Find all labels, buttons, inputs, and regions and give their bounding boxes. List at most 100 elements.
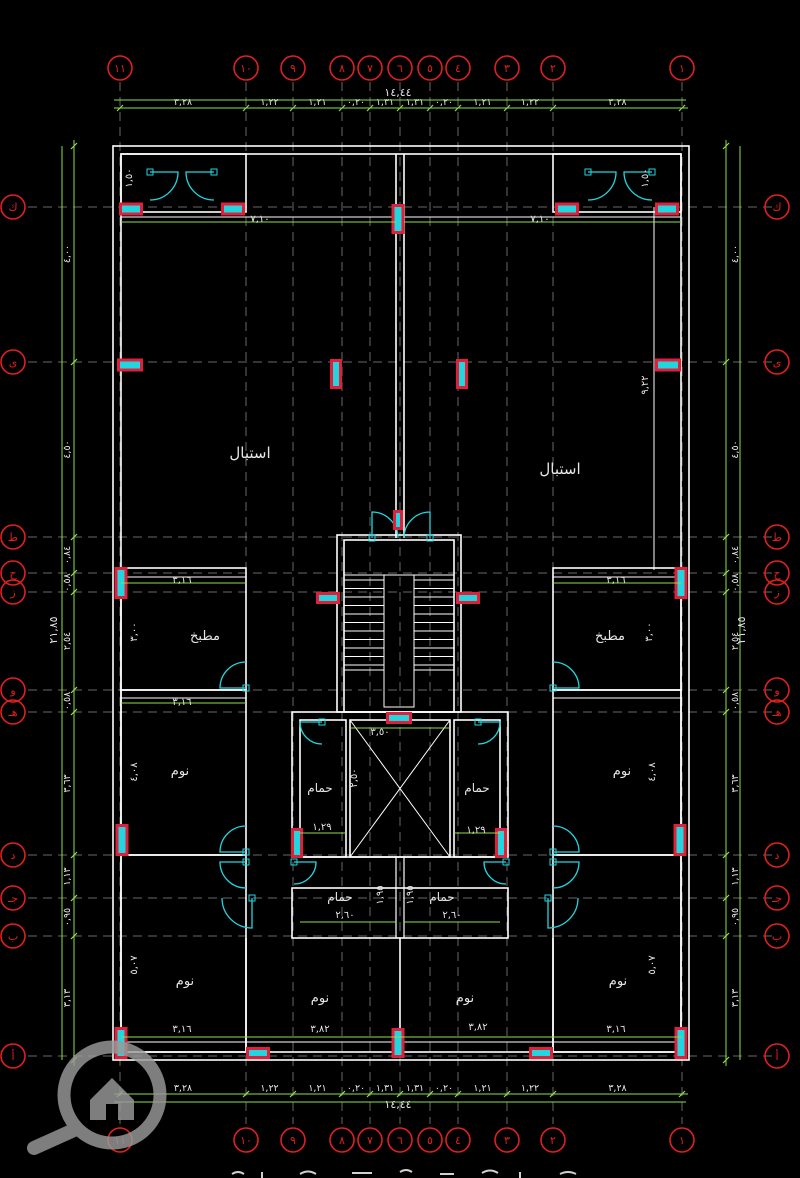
dim-chain-bottom-tick-10	[549, 1090, 557, 1098]
room-label-bedroom-bot-c1: نوم	[311, 991, 329, 1006]
door-bath-left-jamb	[318, 718, 326, 726]
bedroom-bot-right-walls	[552, 854, 682, 1053]
dim-chain-right-tick-9	[722, 894, 730, 902]
room-label-kitchen-left: مطبخ	[190, 629, 220, 644]
dim-chain-bottom-label-3: ١,٢١	[308, 1083, 326, 1094]
dim-chain-right-label-4: ٠,٥٨	[730, 573, 741, 591]
grid-bubble-bottom-4-circle	[329, 1127, 355, 1153]
grid-bubble-left-11-label: أ	[11, 1049, 14, 1063]
grid-bubble-left-2-label: ى	[9, 356, 18, 369]
grid-bubble-bottom-9-label: ٣	[504, 1134, 510, 1147]
column-9	[655, 358, 681, 372]
dim-chain-top-tick-4	[338, 104, 346, 112]
grid-bubble-left-7: هـ	[0, 699, 26, 725]
dim-chain-top-tick-3	[289, 104, 297, 112]
grid-bubble-left-9-label: جـ	[7, 892, 18, 905]
structural-columns	[114, 202, 688, 1059]
dim-chain-top-tick-9	[503, 104, 511, 112]
column-2-core	[224, 205, 242, 213]
dim-chain-top-tick-5	[366, 104, 374, 112]
dim-lift-h: ٢,٥٠	[349, 768, 360, 787]
grid-bubble-bottom-10-label: ٢	[550, 1134, 556, 1147]
dim-chain-left-label-4: ٠,٥٨	[62, 573, 73, 591]
dim-chain-top-label-2: ١,٢٢	[260, 97, 278, 108]
grid-bubble-left-2: ى	[0, 349, 26, 375]
grid-bubble-right-9: جـ	[764, 885, 790, 911]
grid-bubble-left-2-circle	[0, 349, 26, 375]
dim-bed-bl-w: ٣,١٦	[172, 1024, 191, 1035]
grid-bubble-left-5-label: ز	[9, 586, 15, 599]
dim-chain-bottom-label-2: ١,٢٢	[260, 1083, 278, 1094]
grid-bubble-bottom-6-circle	[387, 1127, 413, 1153]
dim-chain-bottom-tick-8	[454, 1090, 462, 1098]
grid-bubble-bottom-6-label: ٦	[397, 1134, 403, 1147]
dim-top-left-w: ١,٥٠	[124, 168, 135, 187]
outer-wall-inner	[120, 153, 682, 1053]
grid-bubble-right-9-label: جـ	[771, 892, 782, 905]
dim-chain-right-tick-11	[722, 1056, 730, 1064]
dim-chain-bottom-tick-3	[289, 1090, 297, 1098]
door-bed-bot-left	[219, 861, 247, 889]
dim-chain-top-label-9: ١,٢٢	[521, 97, 539, 108]
dim-chain-right-label-8: ١,١٣	[730, 867, 741, 885]
door-bed-bot-right-jamb	[549, 858, 557, 866]
door-top-right-b	[623, 171, 653, 201]
dim-chain-right-tick-7	[722, 708, 730, 716]
bottom-caption-fragment	[231, 1169, 577, 1178]
grid-bubble-right-1-circle	[764, 194, 790, 220]
dim-chain-left-tick-4	[70, 569, 78, 577]
grid-bubble-top-4-label: ٨	[339, 62, 345, 75]
door-bed-bot-right	[552, 861, 580, 889]
dim-chain-left-label-8: ١,١٣	[62, 867, 73, 885]
door-kitchen-right-jamb	[549, 684, 557, 692]
door-kitchen-right	[552, 661, 580, 689]
grid-bubble-right-5-circle	[764, 579, 790, 605]
grid-bubble-top-6-circle	[387, 55, 413, 81]
grid-bubble-top-6: ٦	[387, 55, 413, 81]
dim-chain-left-tick-8	[70, 851, 78, 859]
grid-bubble-left-1: ك	[0, 194, 26, 220]
grid-bubble-bottom-2-label: ١٠	[240, 1134, 252, 1147]
grid-bubble-left-8-circle	[0, 842, 26, 868]
dim-chain-right-label-10: ٣,١٣	[730, 989, 741, 1007]
room-label-bath-small-right: حمام	[429, 890, 454, 904]
dim-chain-right-label-2: ٤,٥٠	[730, 440, 741, 458]
grid-bubble-top-3: ٩	[280, 55, 306, 81]
grid-bubble-right-8: د	[764, 842, 790, 868]
dim-chain-top-label-5: ١,٣١	[376, 97, 394, 108]
dim-chain-left-tick-7	[70, 708, 78, 716]
dim-chain-top-label-10: ٣,٢٨	[608, 97, 626, 108]
dim-chain-left-label-1: ٤,٠٠	[62, 245, 73, 263]
column-1	[119, 202, 143, 216]
grid-bubble-top-3-label: ٩	[290, 62, 296, 75]
dim-chain-top-tick-7	[426, 104, 434, 112]
dim-chain-left-label-6: ٠,٥٨	[62, 692, 73, 710]
column-7-core	[333, 362, 339, 386]
watermark-logo	[27, 1040, 167, 1155]
grid-bubble-left-6: و	[0, 677, 26, 703]
column-24-core	[532, 1050, 550, 1056]
grid-bubble-right-9-circle	[764, 885, 790, 911]
dim-chain-top-label-4: ٠,٢٠	[347, 97, 365, 108]
dim-chain-top-tick-8	[454, 104, 462, 112]
dim-chain-right-tick-3	[722, 533, 730, 541]
column-6-core	[120, 361, 140, 369]
dim-chain-left-label-3: ٠,٨٤	[62, 546, 73, 564]
total-dimension-labels: ١٤,٤٤ ١٤,٤٤ ٢١,٨٥ ٢١,٨٥	[47, 86, 748, 1111]
dim-bed-br-w: ٣,١٦	[606, 1024, 625, 1035]
door-kitchen-left	[219, 661, 247, 689]
dim-bed-bl-h: ٥,٠٧	[129, 955, 140, 975]
dim-chain-bottom-label-4: ٠,٢٠	[347, 1083, 365, 1094]
grid-bubble-top-4: ٨	[329, 55, 355, 81]
column-2	[221, 202, 245, 216]
dim-chain-bottom-label-10: ٣,٢٨	[608, 1083, 626, 1094]
column-14	[456, 592, 480, 604]
grid-bubble-left-7-circle	[0, 699, 26, 725]
dim-chain-right-label-7: ٣,٦٣	[730, 774, 741, 792]
column-22	[246, 1047, 270, 1059]
room-label-bedroom-bot-left: نوم	[176, 974, 194, 989]
dim-chain-bottom-tick-4	[338, 1090, 346, 1098]
door-bath-small-left	[293, 861, 317, 885]
grid-bubble-bottom-5-circle	[357, 1127, 383, 1153]
